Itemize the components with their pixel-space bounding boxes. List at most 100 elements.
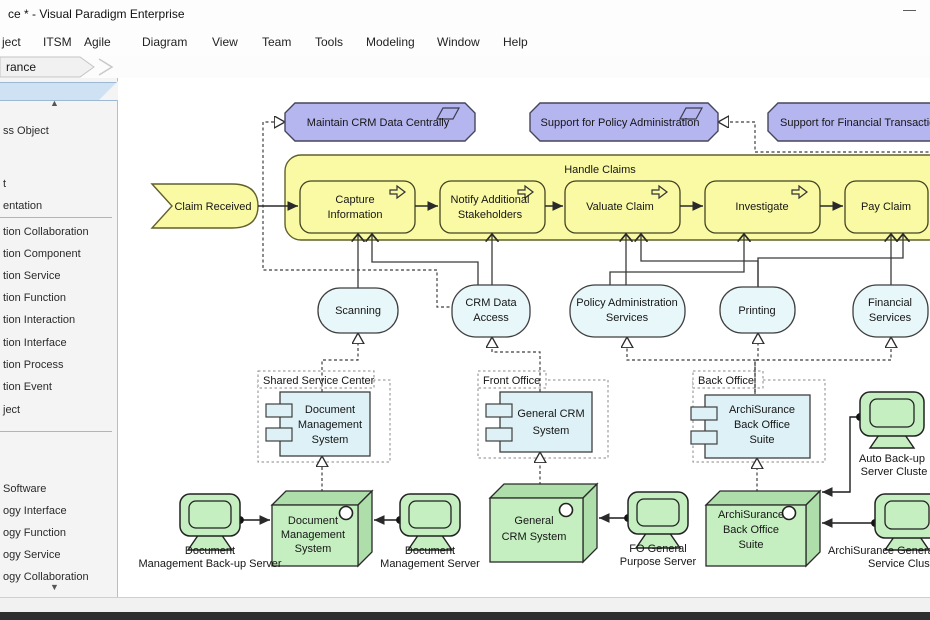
palette-item-application-process[interactable]: tion Process — [3, 359, 64, 371]
event-claim-received[interactable]: Claim Received — [150, 183, 259, 229]
zone-back-office[interactable]: Back Office — [692, 370, 826, 463]
node-general-crm-system[interactable]: General CRM System — [488, 482, 599, 564]
service-shape[interactable] — [317, 287, 399, 334]
realization-abos-component-to-policy-admin-services[interactable] — [627, 337, 756, 394]
palette-item-application-interface[interactable]: tion Interface — [3, 337, 67, 349]
menu-diagram[interactable]: Diagram — [142, 35, 188, 49]
service-crm-data-access[interactable]: CRM Data Access — [451, 284, 531, 338]
device-fo-general-purpose-server[interactable]: FO General Purpose Server — [620, 491, 697, 568]
zone-label-box[interactable] — [257, 370, 375, 389]
requirement-support-financial-transactions[interactable]: Support for Financial Transactio — [767, 102, 930, 142]
palette-scroll-up-icon[interactable]: ▲ — [50, 98, 59, 108]
service-shape[interactable] — [451, 284, 531, 338]
palette-item-technology-collaboration[interactable]: ogy Collaboration — [3, 571, 89, 583]
component-label: Management — [298, 419, 362, 431]
event-label: Claim Received — [174, 201, 251, 213]
realization-dms-component-to-scanning[interactable] — [321, 333, 358, 392]
process-valuate-claim[interactable]: Valuate Claim — [564, 180, 681, 234]
breadcrumb-chip[interactable] — [0, 56, 95, 78]
palette-item-technology-service[interactable]: ogy Service — [3, 549, 61, 561]
palette-scroll-down-icon[interactable]: ▼ — [50, 582, 59, 592]
computer-screen-icon — [884, 500, 930, 530]
serving-crm-data-access-to-capture[interactable] — [372, 234, 479, 285]
zone-label-box[interactable] — [692, 370, 764, 389]
device-document-management-backup-server[interactable]: Document Management Back-up Server — [138, 493, 282, 570]
component-shape[interactable] — [704, 394, 811, 459]
palette-item-system-software[interactable]: Software — [3, 483, 47, 495]
menu-team[interactable]: Team — [262, 35, 292, 49]
palette-item-application-service[interactable]: tion Service — [3, 270, 61, 282]
palette-item-application-event[interactable]: tion Event — [3, 381, 52, 393]
menu-project[interactable]: ject — [2, 35, 21, 49]
process-shape[interactable] — [299, 180, 416, 234]
menu-agile[interactable]: Agile — [84, 35, 111, 49]
process-arrow-icon — [517, 184, 534, 200]
menu-view[interactable]: View — [212, 35, 238, 49]
palette-item-technology-function[interactable]: ogy Function — [3, 527, 66, 539]
menu-modeling[interactable]: Modeling — [366, 35, 415, 49]
menu-itsm[interactable]: ITSM — [43, 35, 72, 49]
realization-to-support-policy-administration[interactable] — [718, 122, 930, 153]
palette-item-product[interactable]: t — [3, 178, 7, 190]
component-archisurance-back-office-suite[interactable]: ArchiSurance Back Office Suite — [690, 394, 811, 459]
zone-front-office[interactable]: Front Office — [477, 370, 609, 459]
component-shape[interactable] — [499, 391, 593, 453]
process-notify-additional-stakeholders[interactable]: Notify Additional Stakeholders — [439, 180, 546, 234]
node-document-management-system[interactable]: Document Management System — [270, 489, 374, 568]
palette-item-business-object[interactable]: ss Object — [3, 125, 49, 137]
realization-abos-component-to-financial-services[interactable] — [754, 337, 891, 392]
service-shape[interactable] — [719, 286, 796, 334]
process-capture-information[interactable]: Capture Information — [299, 180, 416, 234]
serving-printing-to-valuate[interactable] — [641, 234, 759, 287]
realization-gcs-component-to-crm-data-access[interactable] — [492, 337, 541, 392]
computer-screen-icon — [869, 398, 915, 428]
process-shape[interactable] — [704, 180, 821, 234]
archimate-diagram: Shared Service Center Front Office Back … — [138, 102, 930, 570]
diagram-canvas[interactable]: Shared Service Center Front Office Back … — [118, 78, 930, 597]
palette-header[interactable] — [0, 82, 117, 101]
palette-item-application-function[interactable]: tion Function — [3, 292, 66, 304]
palette-item-application-interaction[interactable]: tion Interaction — [3, 314, 76, 326]
palette-item-data-object[interactable]: ject — [3, 404, 21, 416]
node-top-face — [270, 490, 374, 506]
palette-item-representation[interactable]: entation — [3, 200, 43, 212]
assignment-auto-backup-cluster-to-abos-node[interactable] — [822, 413, 864, 497]
minimize-button[interactable]: — — [903, 2, 916, 17]
event-shape[interactable] — [150, 183, 259, 229]
device-auto-backup-server-cluster[interactable]: Auto Back-up Server Cluste — [859, 391, 927, 478]
service-policy-administration-services[interactable]: Policy Administration Services — [569, 284, 686, 338]
requirement-shape[interactable] — [767, 102, 930, 142]
component-shape[interactable] — [279, 391, 371, 457]
breadcrumb-label[interactable]: rance — [6, 60, 36, 74]
device-document-management-server[interactable]: Document Management Server — [380, 493, 480, 570]
menu-window[interactable]: Window — [437, 35, 480, 49]
device-label: Management Server — [380, 558, 480, 570]
title-bar: ce * - Visual Paradigm Enterprise — — [0, 0, 930, 28]
menu-help[interactable]: Help — [503, 35, 528, 49]
service-scanning[interactable]: Scanning — [317, 287, 399, 334]
requirement-shape[interactable] — [529, 102, 719, 142]
component-general-crm-system[interactable]: General CRM System — [485, 391, 593, 453]
service-printing[interactable]: Printing — [719, 286, 796, 334]
zone-label-box[interactable] — [477, 370, 547, 389]
serving-policy-admin-to-investigate[interactable] — [609, 234, 744, 285]
palette-item-application-component[interactable]: tion Component — [3, 248, 81, 260]
serving-printing-to-pay-claim[interactable] — [757, 234, 903, 287]
realization-crm-data-access-to-maintain-crm[interactable] — [262, 122, 455, 308]
service-financial-services[interactable]: Financial Services — [852, 284, 929, 338]
menu-tools[interactable]: Tools — [315, 35, 344, 49]
requirement-shape[interactable] — [284, 102, 476, 142]
node-archisurance-back-office-suite[interactable]: ArchiSurance Back Office Suite — [704, 489, 822, 568]
service-shape[interactable] — [569, 284, 686, 338]
requirement-support-policy-administration[interactable]: Support for Policy Administration — [529, 102, 719, 142]
process-investigate[interactable]: Investigate — [704, 180, 821, 234]
requirement-maintain-crm-data-centrally[interactable]: Maintain CRM Data Centrally — [284, 102, 476, 142]
service-shape[interactable] — [852, 284, 929, 338]
palette-item-application-collaboration[interactable]: tion Collaboration — [3, 226, 89, 238]
component-document-management-system[interactable]: Document Management System — [265, 391, 371, 457]
computer-screen-icon — [408, 500, 452, 529]
process-label: Notify Additional — [451, 194, 530, 206]
palette-item-technology-interface[interactable]: ogy Interface — [3, 505, 67, 517]
process-pay-claim[interactable]: Pay Claim — [844, 180, 929, 234]
device-archisurance-general-service-cluster[interactable]: ArchiSurance General Service Cluste — [828, 493, 930, 570]
